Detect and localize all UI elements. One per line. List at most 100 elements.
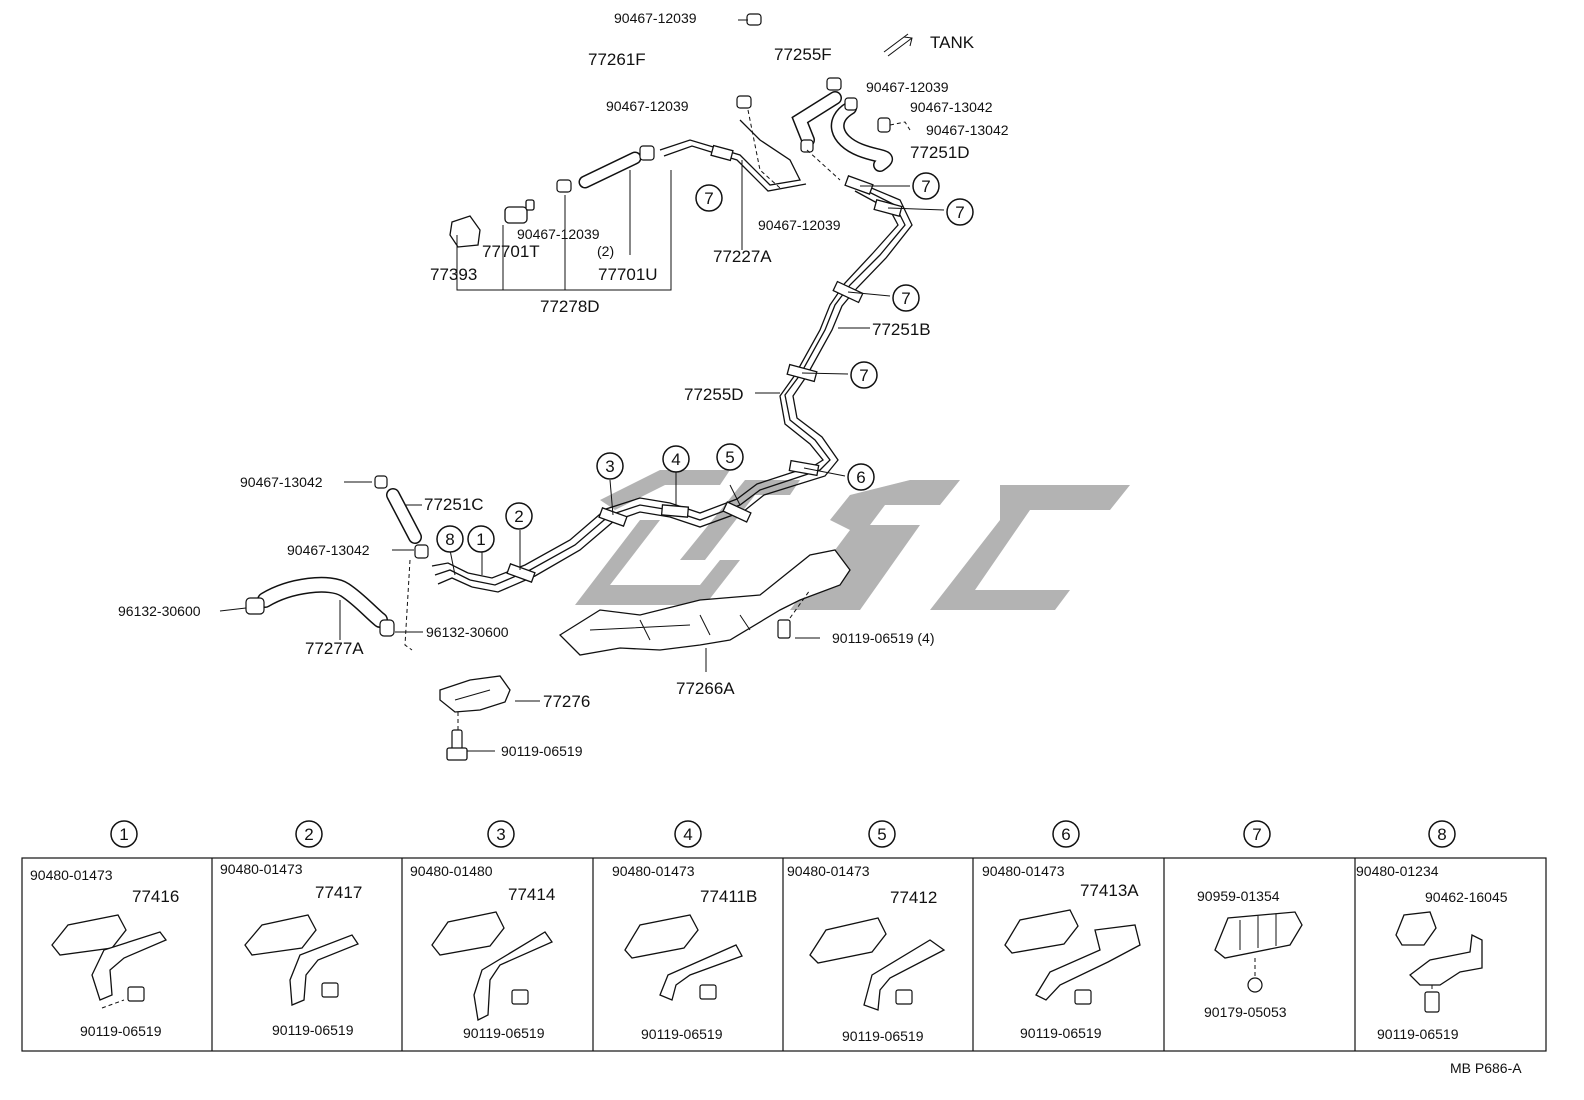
label-77266A: 77266A [676,679,735,698]
panel-1-part-b: 77416 [132,887,179,906]
tank-label: TANK [930,33,975,52]
label-77251C: 77251C [424,495,484,514]
svg-text:6: 6 [856,468,865,487]
detail-panels: 1 90480-01473 77416 90119-06519 2 90480-… [21,820,1547,1052]
label-90467-12039-c: 90467-12039 [758,217,841,233]
tank-direction-arrow: TANK [883,33,975,57]
panel-6-part-a: 90480-01473 [982,863,1065,879]
callout-7-b: 7 [912,172,940,200]
callout-1: 1 [467,525,495,553]
label-qty-2: (2) [597,243,614,259]
svg-text:2: 2 [304,825,313,844]
label-77277A: 77277A [305,639,364,658]
protector-plates [439,549,851,761]
panel-1-bolt: 90119-06519 [80,1023,162,1039]
label-77255D: 77255D [684,385,744,404]
callout-7-c: 7 [946,198,974,226]
panel-4-part-b: 77411B [700,887,757,906]
svg-text:7: 7 [901,289,910,308]
label-90467-13042-r1: 90467-13042 [910,99,993,115]
label-77251D: 77251D [910,143,970,162]
label-77251B: 77251B [872,320,931,339]
part-number-labels: 90467-12039 77261F 90467-12039 77255F 90… [118,10,1009,759]
svg-text:8: 8 [445,530,454,549]
panel-1-part-a: 90480-01473 [30,867,113,883]
label-77701T: 77701T [482,242,540,261]
svg-text:1: 1 [476,530,485,549]
svg-text:7: 7 [859,366,868,385]
label-90467-12039-top: 90467-12039 [614,10,697,26]
label-77276: 77276 [543,692,590,711]
detail-panel-3: 3 90480-01480 77414 90119-06519 [410,820,555,1041]
label-90467-12039-r: 90467-12039 [866,79,949,95]
label-77227A: 77227A [713,247,772,266]
callout-3: 3 [596,452,624,480]
panel-7-bolt: 90179-05053 [1204,1004,1287,1020]
label-90119-06519-s: 90119-06519 [501,743,583,759]
label-77255F: 77255F [774,45,832,64]
svg-text:7: 7 [955,203,964,222]
label-90467-13042-b: 90467-13042 [287,542,370,558]
svg-text:1: 1 [119,825,128,844]
panel-8-part-b: 90462-16045 [1425,889,1508,905]
detail-panel-8: 8 90480-01234 90462-16045 90119-06519 [1356,820,1508,1042]
svg-text:7: 7 [1252,825,1261,844]
svg-text:5: 5 [725,448,734,467]
panel-5-part-a: 90480-01473 [787,863,870,879]
callout-7-a: 7 [695,184,723,212]
panel-5-part-b: 77412 [890,888,937,907]
label-90467-12039-l: 90467-12039 [517,226,600,242]
panel-4-part-a: 90480-01473 [612,863,695,879]
panel-8-bolt: 90119-06519 [1377,1026,1459,1042]
label-77261F: 77261F [588,50,646,69]
callout-2: 2 [505,502,533,530]
panel-3-bolt: 90119-06519 [463,1025,545,1041]
label-90467-13042-r2: 90467-13042 [926,122,1009,138]
label-77278D: 77278D [540,297,600,316]
callout-7-e: 7 [850,361,878,389]
panel-6-part-b: 77413A [1080,881,1139,900]
svg-text:3: 3 [605,457,614,476]
panel-3-part-b: 77414 [508,885,555,904]
detail-panel-5: 5 90480-01473 77412 90119-06519 [787,820,946,1044]
panel-3-part-a: 90480-01480 [410,863,493,879]
drawing-code: MB P686-A [1450,1060,1522,1076]
panel-2-part-a: 90480-01473 [220,861,303,877]
callout-8: 8 [436,525,464,553]
svg-text:4: 4 [671,450,680,469]
detail-panel-1: 1 90480-01473 77416 90119-06519 [30,820,179,1039]
label-96132-30600-a: 96132-30600 [118,603,201,619]
detail-panel-7: 7 90959-01354 90179-05053 [1197,820,1303,1020]
label-90119-06519-4: 90119-06519 (4) [832,630,934,646]
panel-7-part-a: 90959-01354 [1197,888,1280,904]
label-77393: 77393 [430,265,477,284]
svg-text:2: 2 [514,507,523,526]
callout-6: 6 [847,463,875,491]
label-77701U: 77701U [598,265,658,284]
panel-4-bolt: 90119-06519 [641,1026,723,1042]
label-90467-13042-a: 90467-13042 [240,474,323,490]
watermark-logo [575,470,1130,610]
panel-5-bolt: 90119-06519 [842,1028,924,1044]
main-fuel-pipe [431,175,945,593]
svg-text:6: 6 [1061,825,1070,844]
panel-2-bolt: 90119-06519 [272,1022,354,1038]
upper-hose-assembly [449,13,911,291]
callout-7-d: 7 [892,284,920,312]
panel-8-part-a: 90480-01234 [1356,863,1439,879]
svg-text:7: 7 [921,177,930,196]
callout-5: 5 [716,443,744,471]
detail-panel-4: 4 90480-01473 77411B 90119-06519 [612,820,757,1042]
panel-2-part-b: 77417 [315,883,362,902]
svg-text:5: 5 [877,825,886,844]
detail-panel-6: 6 90480-01473 77413A 90119-06519 [982,820,1141,1041]
label-96132-30600-b: 96132-30600 [426,624,509,640]
svg-text:7: 7 [704,189,713,208]
callout-circles: 7 7 7 7 7 6 5 4 3 2 1 8 [436,172,974,553]
svg-text:4: 4 [683,825,692,844]
svg-text:8: 8 [1437,825,1446,844]
svg-text:3: 3 [496,825,505,844]
lower-hose-assembly [219,475,429,651]
detail-panel-2: 2 90480-01473 77417 90119-06519 [220,820,362,1038]
